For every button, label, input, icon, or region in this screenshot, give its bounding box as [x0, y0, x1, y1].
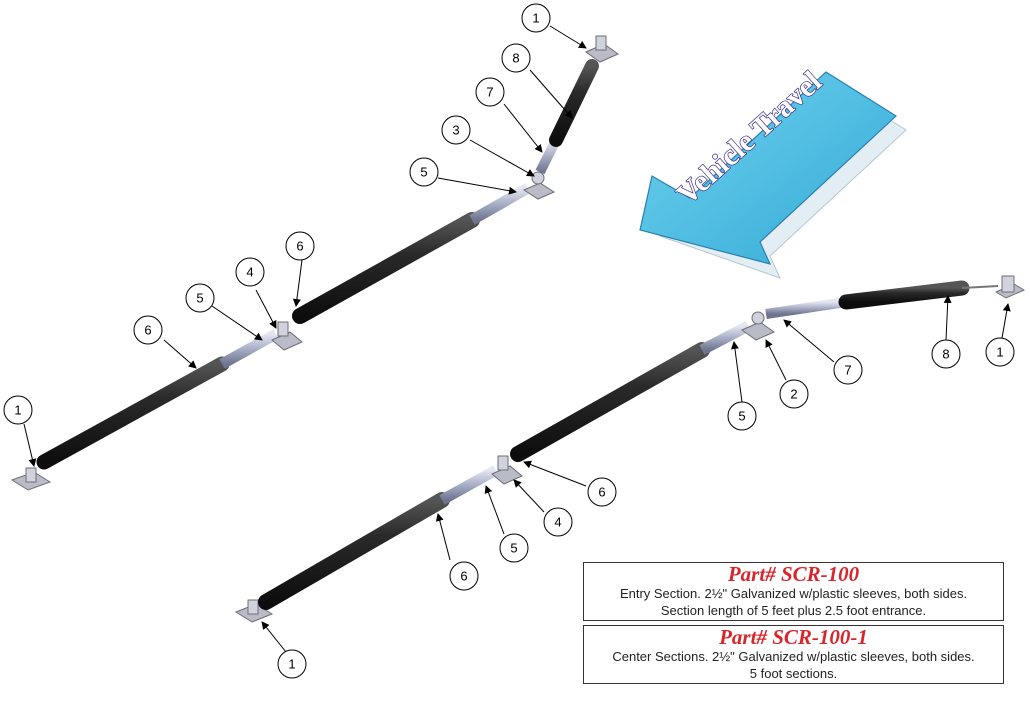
callout-number: 7	[486, 85, 493, 100]
callout-number: 5	[420, 165, 427, 180]
callout-number: 7	[844, 363, 851, 378]
black-sleeve-pipe	[36, 356, 230, 470]
callout-number: 2	[790, 387, 797, 402]
black-sleeve-pipe	[292, 212, 480, 324]
vehicle-travel-arrow: Vehicle Travel	[639, 64, 907, 279]
base-plate	[491, 455, 523, 485]
callout-labels: 1 8 7 3 5 6 4 5 6 1 1 8 7 2 5 6 4 5 6 1	[14, 11, 1003, 672]
right-rail-assembly	[234, 275, 1026, 623]
callout-number: 6	[460, 569, 467, 584]
callout-number: 4	[554, 515, 561, 530]
callout-number: 1	[288, 657, 295, 672]
callout-number: 1	[996, 345, 1003, 360]
callout-number: 6	[296, 239, 303, 254]
callout-bubbles	[3, 3, 1015, 679]
callout-number: 5	[738, 409, 745, 424]
part-number-title: Part# SCR-100-1	[719, 625, 868, 649]
callout-number: 4	[246, 265, 253, 280]
part-info-box-center: Part# SCR-100-1 Center Sections. 2½" Gal…	[583, 625, 1004, 684]
leader-lines	[23, 25, 1011, 653]
callout-number: 8	[512, 51, 519, 66]
corner-plate	[740, 311, 776, 341]
black-sleeve-pipe	[510, 342, 710, 462]
callout-number: 8	[942, 347, 949, 362]
base-plate	[271, 321, 303, 351]
callout-number: 6	[144, 323, 151, 338]
end-connector	[961, 285, 999, 289]
callout-number: 6	[598, 485, 605, 500]
part-description: Entry Section. 2½" Galvanized w/plastic …	[619, 586, 968, 618]
callout-number: 5	[510, 541, 517, 556]
part-number-title: Part# SCR-100	[727, 562, 860, 586]
base-plate	[10, 467, 52, 491]
callout-number: 1	[14, 403, 21, 418]
black-sleeve-pipe	[838, 280, 970, 310]
steel-pipe-section	[469, 183, 531, 225]
black-sleeve-pipe	[258, 492, 450, 610]
callout-number: 5	[196, 291, 203, 306]
callout-number: 3	[452, 123, 459, 138]
corner-plate	[522, 171, 556, 200]
steel-pipe-section	[765, 297, 847, 319]
part-description: Center Sections. 2½" Galvanized w/plasti…	[612, 649, 975, 681]
part-info-box-entry: Part# SCR-100 Entry Section. 2½" Galvani…	[583, 562, 1004, 621]
left-rail-assembly	[10, 35, 620, 491]
steel-pipe-section	[439, 465, 499, 505]
base-plate	[994, 275, 1026, 299]
steel-pipe-section	[219, 329, 279, 369]
callout-number: 1	[532, 11, 539, 26]
black-sleeve-pipe	[549, 59, 599, 147]
base-plate	[584, 35, 620, 63]
steel-pipe-section	[699, 321, 751, 355]
